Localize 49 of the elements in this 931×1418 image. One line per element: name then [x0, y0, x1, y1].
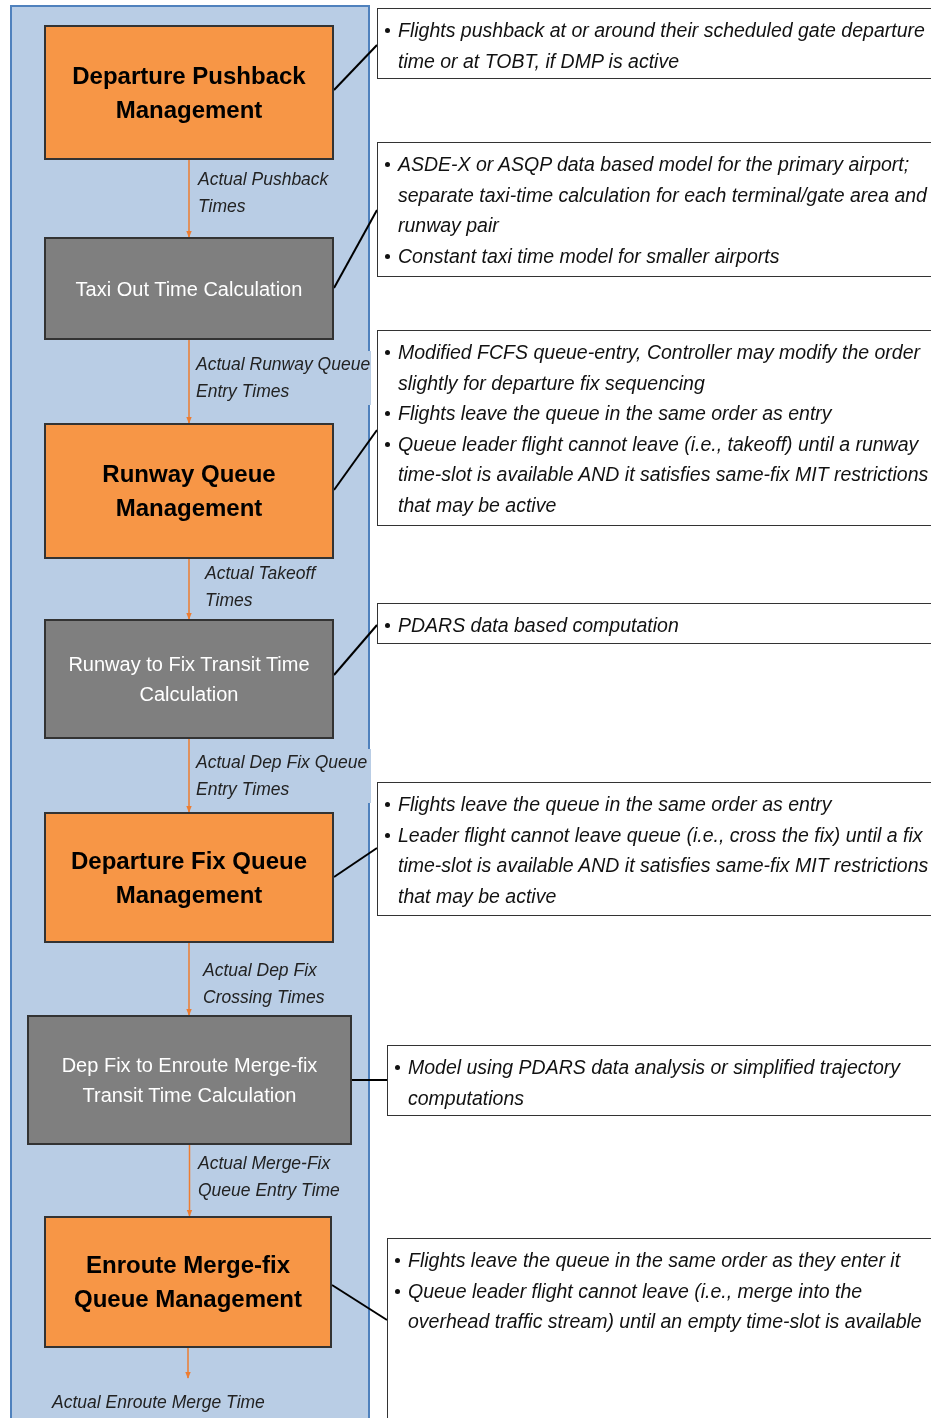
box-label: Dep Fix to Enroute Merge-fix Transit Time Calculation — [60, 1053, 319, 1108]
bullet-text: ASDE-X or ASQP data based model for the primary airport; separate taxi-time calculation for each terminal/gate area and runway pair — [398, 153, 927, 236]
box-label: Taxi Out Time Calculation — [75, 276, 303, 302]
edge-label: Actual Runway Queue Entry Times — [196, 351, 371, 405]
bullet-text: Constant taxi time model for smaller airports — [398, 244, 780, 267]
connector-line — [331, 1284, 388, 1321]
box-label: Runway to Fix Transit Time Calculation — [67, 652, 311, 707]
arrow — [186, 159, 192, 238]
box-label: Enroute Merge-fix Queue Management — [72, 1250, 303, 1314]
connector-line — [333, 847, 378, 878]
note-box — [377, 142, 931, 277]
process-box — [44, 25, 334, 160]
bullet-text: Model using PDARS data analysis or simplified trajectory computations — [408, 1056, 901, 1109]
bullet-text: PDARS data based computation — [398, 614, 679, 636]
process-box — [44, 812, 334, 943]
note-box — [387, 1238, 931, 1418]
box-label: Departure Fix Queue Management — [69, 845, 309, 910]
calculation-box — [27, 1015, 352, 1145]
bullet-text: Flights pushback at or around their scheduled gate departure time or at TOBT, if DMP is active — [398, 19, 925, 72]
bullet-text: Flights leave the queue in the same order as they enter it — [408, 1249, 901, 1271]
edge-label: Actual Dep Fix Queue Entry Times — [196, 749, 371, 803]
process-box — [44, 423, 334, 559]
connector-line — [333, 44, 378, 91]
bullet-text: Flights leave the queue in the same order as entry — [398, 402, 832, 424]
bullet-text: Flights leave the queue in the same order as entry — [398, 793, 832, 815]
arrow — [186, 1144, 193, 1217]
bullet-text: Leader flight cannot leave queue (i.e., cross the fix) until a fix time-slot is available AND it satisfies same-fix MIT restrictions that may be active — [398, 823, 929, 907]
calculation-box — [44, 237, 334, 340]
arrow — [186, 942, 192, 1016]
connector-line — [333, 209, 378, 289]
arrow — [186, 738, 192, 813]
note-box — [377, 8, 931, 79]
note-box — [387, 1045, 931, 1116]
note-box — [377, 330, 931, 526]
note-box — [377, 782, 931, 916]
bullet-text: Queue leader flight cannot leave (i.e., takeoff) until a runway time-slot is available AND it satisfies same-fix MIT restrictions that may be active — [398, 432, 929, 516]
box-label: Departure Pushback Management — [71, 60, 307, 125]
arrow — [186, 339, 192, 424]
connector-line — [333, 429, 378, 491]
box-label: Runway Queue Management — [101, 459, 277, 523]
connector-line — [333, 624, 378, 676]
arrow — [185, 1347, 191, 1379]
calculation-box — [44, 619, 334, 739]
connector-line — [351, 1079, 388, 1081]
bullet-text: Modified FCFS queue-entry, Controller may modify the order slightly for departure fix sequencing — [398, 341, 920, 394]
note-box — [377, 603, 931, 644]
process-box — [44, 1216, 332, 1348]
arrow — [186, 558, 192, 620]
bullet-text: Queue leader flight cannot leave (i.e., merge into the overhead traffic stream) until an empty time-slot is available — [408, 1279, 922, 1332]
